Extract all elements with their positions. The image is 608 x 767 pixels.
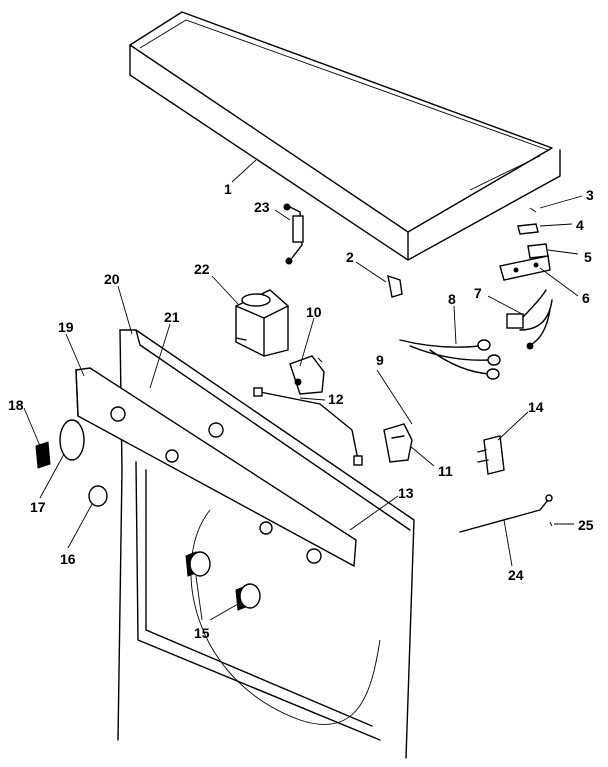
knobs-15	[185, 551, 261, 611]
label-13: 13	[398, 485, 414, 501]
label-8: 8	[448, 291, 456, 307]
label-16: 16	[60, 551, 76, 567]
knob-16	[88, 485, 108, 507]
control-strip	[75, 367, 357, 568]
label-20: 20	[104, 271, 120, 287]
label-10: 10	[306, 304, 322, 320]
label-18: 18	[8, 397, 24, 413]
label-2: 2	[346, 249, 354, 265]
label-19: 19	[58, 319, 74, 335]
top-panel	[129, 11, 561, 261]
part-labels: 1 2 3 4 5 6 7 8 9 10 11 12 13 14 15 16 1…	[8, 181, 594, 641]
wire-harness-7	[506, 289, 553, 350]
label-24: 24	[508, 567, 524, 583]
switch-part-11	[383, 423, 413, 463]
label-3: 3	[586, 187, 594, 203]
front-panel	[117, 329, 415, 759]
wire-12	[253, 387, 363, 466]
wire-harness-8	[399, 339, 501, 380]
label-12: 12	[328, 391, 344, 407]
screw-9	[317, 357, 323, 363]
label-14: 14	[528, 399, 544, 415]
label-1: 1	[224, 181, 232, 197]
label-25: 25	[578, 517, 594, 533]
label-22: 22	[194, 261, 210, 277]
label-7: 7	[474, 285, 482, 301]
label-4: 4	[576, 217, 584, 233]
switch-part-10	[289, 355, 325, 395]
label-17: 17	[30, 499, 46, 515]
label-6: 6	[582, 290, 590, 306]
timer-part	[235, 289, 289, 357]
label-21: 21	[164, 309, 180, 325]
label-9: 9	[376, 352, 384, 368]
clip-part	[387, 274, 403, 298]
leader-lines	[23, 159, 583, 621]
rod-24	[459, 494, 553, 533]
label-23: 23	[254, 199, 270, 215]
label-11: 11	[438, 463, 453, 479]
bracket-parts	[499, 207, 551, 281]
knob-parts	[35, 419, 85, 469]
label-15: 15	[194, 625, 210, 641]
cable-part	[283, 203, 304, 265]
block-part-14	[477, 435, 505, 475]
label-5: 5	[584, 249, 592, 265]
